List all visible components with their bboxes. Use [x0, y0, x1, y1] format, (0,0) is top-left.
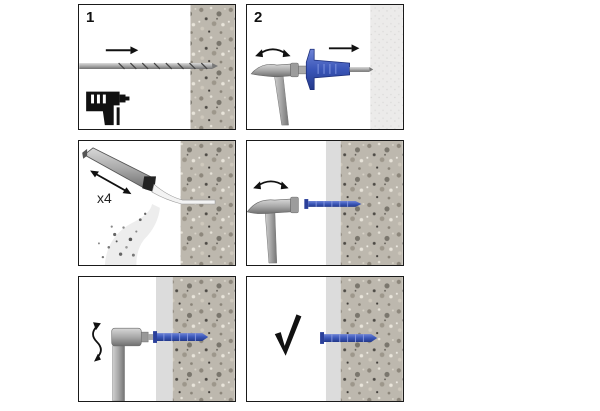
- drilling-illustration: [79, 5, 235, 129]
- direction-arrow: [105, 46, 139, 55]
- wall: [370, 5, 403, 129]
- hammer-icon: [247, 196, 299, 264]
- anchor-icon: [304, 199, 362, 209]
- direction-arrow: [328, 44, 360, 53]
- swing-arrow: [253, 180, 289, 190]
- step-panel-4: [246, 140, 404, 266]
- step-panel-5: [78, 276, 236, 402]
- hammer-icon: [250, 62, 299, 126]
- chisel-icon: [298, 48, 374, 91]
- screwing-illustration: [92, 277, 235, 401]
- setting-tool-illustration: [250, 5, 403, 129]
- drill-bit: [79, 62, 219, 70]
- checkmark-icon: [274, 314, 302, 356]
- cleaning-illustration: [82, 141, 235, 265]
- hammering-anchor-illustration: [247, 141, 403, 265]
- step-panel-3: x4: [78, 140, 236, 266]
- anchor-icon: [320, 332, 378, 344]
- dust-cloud: [97, 203, 160, 265]
- drill-icon: [86, 91, 130, 126]
- step-panel-1: 1: [78, 4, 236, 130]
- blow-pump-icon: [82, 147, 216, 205]
- rotate-arrow-icon: [92, 322, 102, 362]
- installed-anchor-illustration: [274, 277, 403, 401]
- swing-arrow: [255, 48, 291, 58]
- step-panel-2: 2: [246, 4, 404, 130]
- repeat-count-label: x4: [97, 190, 112, 206]
- step-panel-6: [246, 276, 404, 402]
- step-number: 1: [86, 9, 95, 26]
- step-number: 2: [254, 9, 263, 26]
- motion-arrow: [90, 170, 132, 195]
- anchor-icon: [148, 331, 209, 343]
- screwdriver-icon: [111, 327, 149, 401]
